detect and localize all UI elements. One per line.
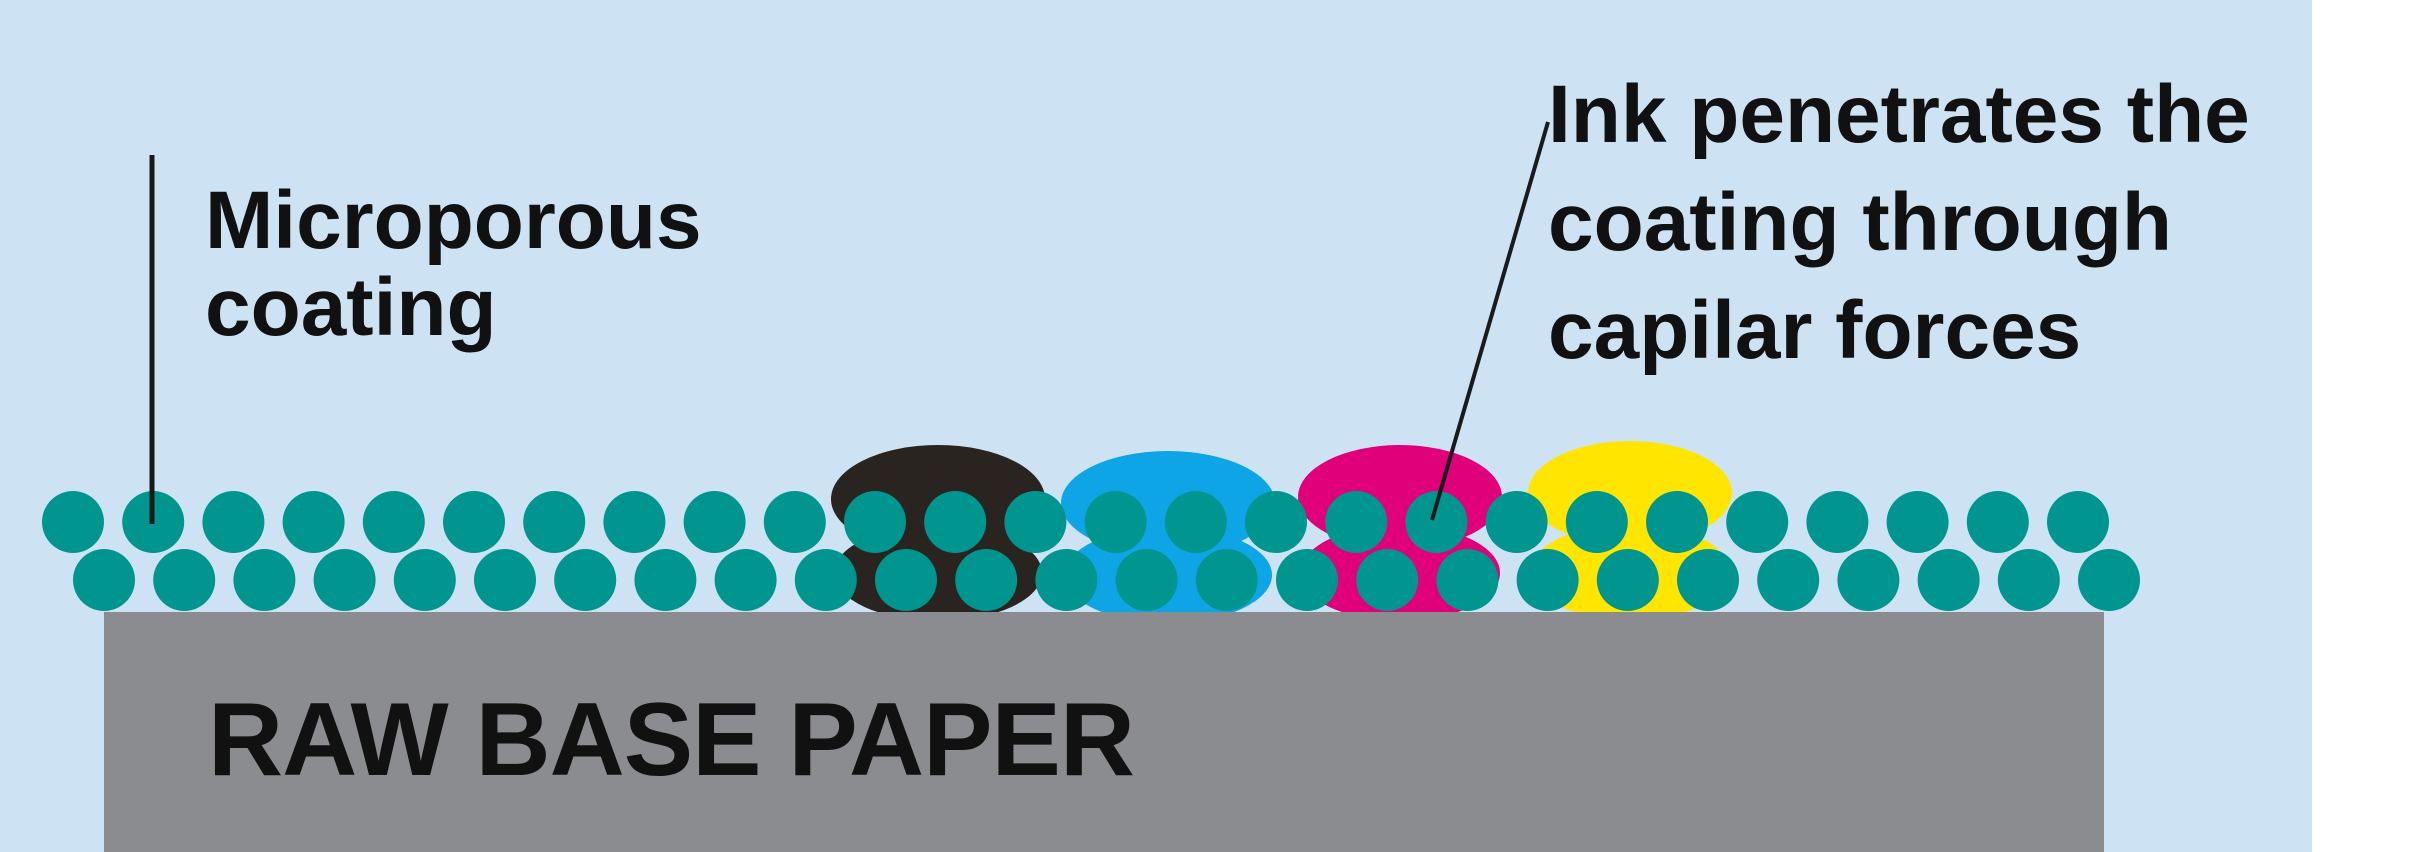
coating-bottom-row-bead bbox=[634, 549, 696, 611]
coating-bottom-row-bead bbox=[2078, 549, 2140, 611]
coating-bottom-row-bead bbox=[1276, 549, 1338, 611]
coating-bottom-row-bead bbox=[1436, 549, 1498, 611]
coating-top-row-bead bbox=[924, 491, 986, 553]
coating-bottom-row-bead bbox=[1677, 549, 1739, 611]
coating-top-row-bead bbox=[764, 491, 826, 553]
coating-top-row-bead bbox=[443, 491, 505, 553]
coating-top-row-bead bbox=[1004, 491, 1066, 553]
coating-top-row-bead bbox=[603, 491, 665, 553]
coating-top-row-bead bbox=[684, 491, 746, 553]
coating-top-row-bead bbox=[283, 491, 345, 553]
coating-bottom-row-bead bbox=[1998, 549, 2060, 611]
coating-top-row-bead bbox=[1165, 491, 1227, 553]
coating-bottom-row-bead bbox=[1116, 549, 1178, 611]
coating-top-row-bead bbox=[1806, 491, 1868, 553]
coating-label-line-2: coating bbox=[205, 262, 497, 353]
coating-top-row-bead bbox=[1566, 491, 1628, 553]
coating-bottom-row-bead bbox=[1356, 549, 1418, 611]
coating-bottom-row-bead bbox=[1757, 549, 1819, 611]
coating-top-row-bead bbox=[1085, 491, 1147, 553]
coating-top-row-bead bbox=[1646, 491, 1708, 553]
coating-top-row-bead bbox=[844, 491, 906, 553]
coating-top-row-bead bbox=[1325, 491, 1387, 553]
coating-bottom-row-bead bbox=[715, 549, 777, 611]
coating-bottom-row-bead bbox=[955, 549, 1017, 611]
coating-bottom-row-bead bbox=[233, 549, 295, 611]
coating-top-row-bead bbox=[1486, 491, 1548, 553]
coating-bottom-row-bead bbox=[394, 549, 456, 611]
coating-bottom-row-bead bbox=[795, 549, 857, 611]
coating-bottom-row-bead bbox=[1597, 549, 1659, 611]
coating-top-row-bead bbox=[1967, 491, 2029, 553]
coating-label-line-1: Microporous bbox=[205, 175, 702, 266]
coating-bottom-row-bead bbox=[474, 549, 536, 611]
coating-bottom-row-bead bbox=[1035, 549, 1097, 611]
coating-top-row-bead bbox=[202, 491, 264, 553]
coating-top-row-bead bbox=[1245, 491, 1307, 553]
coating-bottom-row-bead bbox=[1918, 549, 1980, 611]
raw-base-paper-label: RAW BASE PAPER bbox=[208, 682, 1134, 798]
coating-bottom-row-bead bbox=[1517, 549, 1579, 611]
coating-bottom-row-bead bbox=[1837, 549, 1899, 611]
coating-bottom-row-bead bbox=[554, 549, 616, 611]
coating-top-row-bead bbox=[42, 491, 104, 553]
coating-top-row-bead bbox=[363, 491, 425, 553]
ink-label-line-2: coating through bbox=[1548, 177, 2172, 268]
coating-bottom-row-bead bbox=[875, 549, 937, 611]
coating-bottom-row-bead bbox=[73, 549, 135, 611]
coating-top-row-bead bbox=[1726, 491, 1788, 553]
coating-bottom-row-bead bbox=[314, 549, 376, 611]
coating-bottom-row-bead bbox=[1196, 549, 1258, 611]
coating-top-row-bead bbox=[1887, 491, 1949, 553]
coating-bottom-row-bead bbox=[153, 549, 215, 611]
ink-label-line-1: Ink penetrates the bbox=[1548, 69, 2250, 160]
coating-top-row-bead bbox=[2047, 491, 2109, 553]
ink-label-line-3: capilar forces bbox=[1548, 285, 2081, 376]
coating-top-row-bead bbox=[523, 491, 585, 553]
